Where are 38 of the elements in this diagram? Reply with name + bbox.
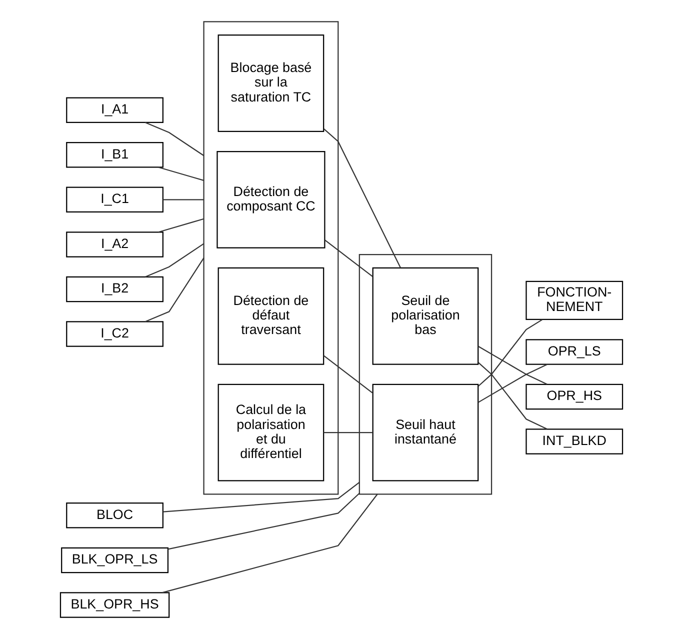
connector bbox=[163, 482, 360, 512]
connector bbox=[168, 492, 360, 550]
node-box: I_A1 bbox=[66, 97, 164, 123]
cluster bbox=[358, 254, 492, 495]
node-box: Seuil de polarisation bas bbox=[372, 267, 479, 365]
node-box: OPR_HS bbox=[526, 384, 624, 410]
node-box: BLK_OPR_HS bbox=[60, 592, 170, 618]
connector bbox=[323, 355, 373, 394]
connector bbox=[323, 128, 402, 268]
connector bbox=[478, 362, 548, 430]
node-box: I_B1 bbox=[66, 142, 164, 168]
node-box: OPR_LS bbox=[526, 339, 624, 365]
connector bbox=[158, 218, 204, 233]
node-box: Détection de défaut traversant bbox=[218, 267, 324, 365]
node-box: I_C1 bbox=[66, 186, 164, 213]
node-box: BLOC bbox=[66, 502, 164, 528]
node-box: INT_BLKD bbox=[526, 428, 624, 454]
connector bbox=[145, 243, 204, 278]
connector bbox=[162, 494, 378, 594]
connector bbox=[478, 364, 548, 403]
node-box: Calcul de la polarisation et du différentiel bbox=[218, 384, 324, 482]
connector bbox=[145, 122, 204, 156]
node-box: I_A2 bbox=[66, 232, 164, 258]
connector bbox=[162, 199, 204, 200]
node-box: Seuil haut instantané bbox=[372, 384, 479, 482]
connector bbox=[324, 240, 373, 278]
cluster bbox=[203, 21, 339, 495]
connector bbox=[478, 319, 542, 387]
node-box: Blocage basé sur la saturation TC bbox=[218, 34, 324, 132]
node-box: BLK_OPR_LS bbox=[61, 547, 169, 574]
connector bbox=[145, 258, 204, 322]
node-box: Détection de composant CC bbox=[216, 150, 326, 248]
connector bbox=[478, 346, 548, 385]
node-box: I_B2 bbox=[66, 276, 164, 302]
connector bbox=[324, 432, 372, 434]
node-box: I_C2 bbox=[66, 321, 164, 347]
connector bbox=[158, 166, 204, 181]
node-box: FONCTION- NEMENT bbox=[526, 280, 624, 320]
